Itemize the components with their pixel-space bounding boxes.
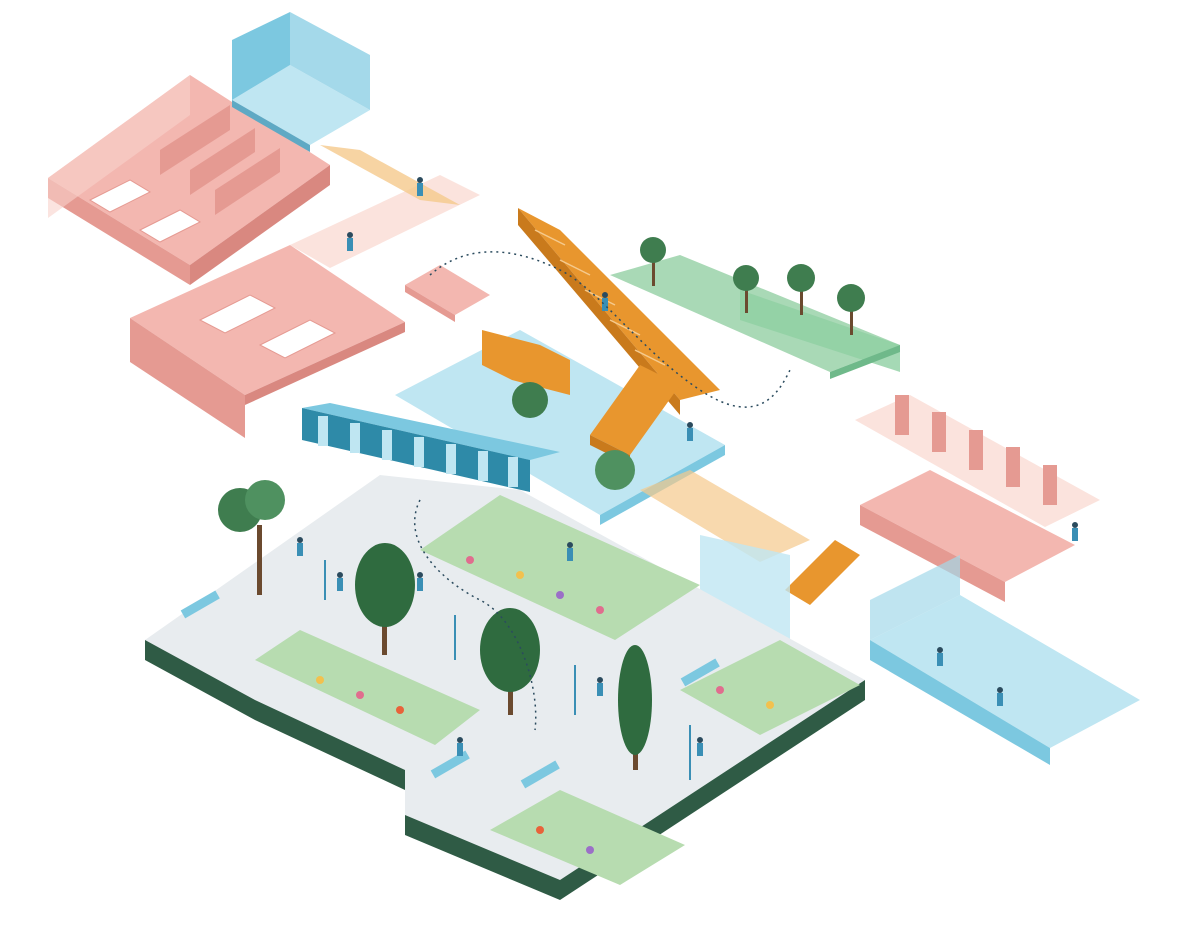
library-floor-edge bbox=[48, 178, 190, 285]
person-icon bbox=[937, 647, 943, 666]
atrium-bench bbox=[728, 400, 825, 450]
person-icon bbox=[297, 537, 303, 556]
meadow-bed-center bbox=[420, 495, 700, 640]
tree-icon bbox=[640, 237, 666, 286]
bookshelf-2 bbox=[190, 128, 255, 195]
bookshelf-3 bbox=[215, 148, 280, 215]
pink-booth bbox=[405, 265, 490, 315]
plaza-bench-1 bbox=[180, 590, 220, 619]
orange-walkway-right bbox=[640, 470, 810, 562]
plaza-bench-2 bbox=[430, 750, 470, 779]
bookshelf-4 bbox=[895, 395, 909, 435]
flower-cluster bbox=[316, 556, 774, 854]
pod-right-wall bbox=[290, 12, 370, 110]
bookshelf-6 bbox=[969, 430, 983, 470]
reading-table-2 bbox=[138, 209, 202, 243]
reading-table-1 bbox=[88, 179, 152, 213]
pink-booth-edge bbox=[405, 285, 455, 322]
tree-icon bbox=[618, 645, 652, 770]
person-icon bbox=[602, 292, 608, 311]
person-icon bbox=[597, 677, 603, 696]
garden-edge bbox=[830, 345, 900, 379]
right-library-wing bbox=[855, 395, 1100, 602]
stair-lower-flight bbox=[590, 365, 680, 455]
orange-steps-top bbox=[320, 145, 460, 205]
tree-icon bbox=[733, 265, 759, 313]
right-wing-block bbox=[860, 470, 1075, 582]
tree-icon bbox=[512, 382, 548, 418]
facade-louver-7 bbox=[508, 457, 518, 487]
glass-office bbox=[700, 535, 1140, 765]
facade-louver-6 bbox=[478, 451, 488, 481]
workshop-right-edge bbox=[245, 322, 405, 405]
circulation-path-plaza bbox=[414, 499, 537, 731]
person-icon bbox=[457, 737, 463, 756]
person-icon bbox=[687, 422, 693, 441]
glass-study-pod bbox=[232, 12, 370, 152]
person-icon bbox=[567, 542, 573, 561]
person-icon bbox=[1072, 522, 1078, 541]
stair-upper-flight bbox=[518, 208, 720, 400]
person-icon bbox=[697, 737, 703, 756]
tree-icon bbox=[218, 480, 285, 595]
person-icon bbox=[417, 177, 423, 196]
meadow-bed-right bbox=[680, 640, 860, 735]
pod-floor-edge bbox=[232, 100, 310, 152]
person-icon bbox=[997, 687, 1003, 706]
roof-garden bbox=[610, 255, 900, 379]
bookshelf-5 bbox=[932, 412, 946, 452]
right-wing-front bbox=[860, 505, 1005, 602]
facade-top bbox=[302, 403, 560, 460]
people-figures bbox=[297, 177, 1078, 756]
orange-stair-right bbox=[785, 540, 860, 605]
atrium-shelving bbox=[482, 330, 570, 395]
facade-louver-5 bbox=[446, 444, 456, 474]
tree-icon bbox=[595, 450, 635, 490]
workbench-2 bbox=[258, 319, 337, 359]
meadow-bed-bottom bbox=[490, 790, 685, 885]
grand-staircase bbox=[518, 208, 720, 465]
lamp-posts bbox=[324, 560, 691, 780]
workbench-1 bbox=[198, 294, 277, 334]
plaza-bench-4 bbox=[680, 658, 720, 687]
pod-floor bbox=[232, 65, 370, 145]
stair-upper-side bbox=[518, 208, 680, 415]
facade-louver-1 bbox=[318, 416, 328, 446]
pod-back-wall bbox=[232, 12, 290, 100]
bookshelf-8 bbox=[1043, 465, 1057, 505]
person-icon bbox=[417, 572, 423, 591]
library-workshop bbox=[130, 245, 405, 438]
tree-icon bbox=[355, 543, 415, 655]
library-back-wall bbox=[48, 75, 190, 218]
office-glass-panel bbox=[870, 555, 960, 640]
garden-glass-wall bbox=[740, 290, 900, 372]
tree-icon bbox=[837, 284, 865, 335]
workshop-floor bbox=[130, 245, 405, 395]
facade-louver-2 bbox=[350, 423, 360, 453]
atrium-floor bbox=[395, 330, 725, 515]
library-floor-edge-right bbox=[190, 165, 330, 285]
bookshelf-1 bbox=[160, 105, 230, 175]
person-icon bbox=[347, 232, 353, 251]
bookshelf-7 bbox=[1006, 447, 1020, 487]
plaza-bench-3 bbox=[520, 760, 560, 789]
office-floor bbox=[870, 595, 1140, 748]
facade-louver-3 bbox=[382, 430, 392, 460]
person-icon bbox=[337, 572, 343, 591]
meadow-bed-left bbox=[255, 630, 480, 745]
louvered-facade bbox=[302, 403, 560, 492]
tree-icon bbox=[480, 608, 540, 715]
workshop-front-wall bbox=[130, 318, 245, 438]
office-front-wall bbox=[870, 640, 1050, 765]
tree-icon bbox=[787, 264, 815, 315]
facade-louver-4 bbox=[414, 437, 424, 467]
